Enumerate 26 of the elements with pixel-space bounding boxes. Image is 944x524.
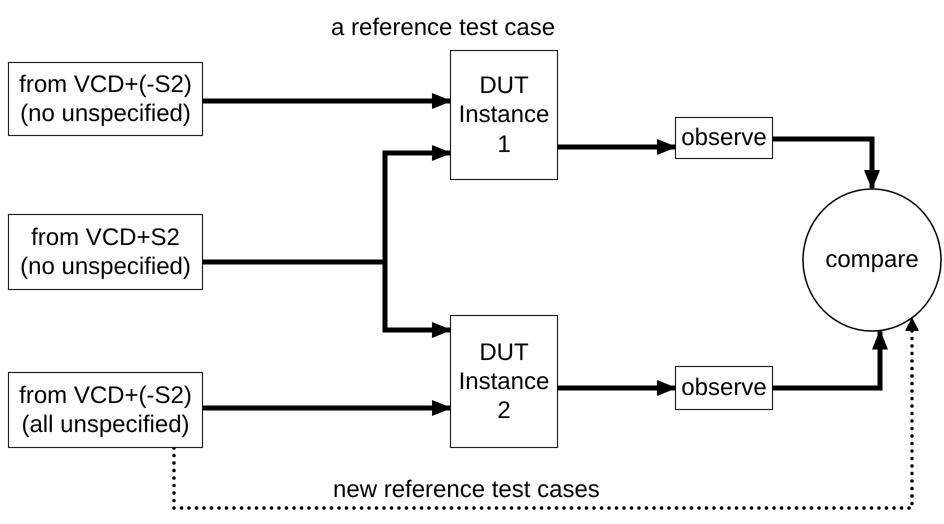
arrow (773, 136, 880, 190)
node-text: DUT Instance 1 (458, 71, 550, 159)
arrow (773, 330, 888, 390)
node-text: observe (681, 123, 767, 153)
node-text: (all unspecified) (21, 410, 190, 440)
arrow (558, 380, 677, 396)
arrow (558, 139, 677, 155)
node-text: DUT Instance 2 (458, 338, 550, 426)
process-box (675, 366, 773, 410)
node-text: (no unspecified) (20, 252, 191, 282)
compare-ellipse (802, 188, 942, 332)
node-text: (no unspecified) (20, 99, 191, 128)
node-text: compare (825, 245, 919, 275)
node-text: from VCD+S2 (31, 222, 180, 252)
node-text: from VCD+(-S2) (19, 70, 192, 99)
node-text: from VCD+(-S2) (19, 380, 192, 410)
process-box (450, 315, 558, 448)
arrow (203, 93, 452, 109)
dotted-arrow (172, 317, 919, 510)
node-text: observe (681, 373, 767, 403)
process-box (450, 50, 558, 180)
arrow (203, 400, 452, 416)
process-box (675, 117, 773, 159)
process-box (8, 214, 203, 290)
process-box (8, 62, 203, 136)
process-box (8, 372, 203, 448)
